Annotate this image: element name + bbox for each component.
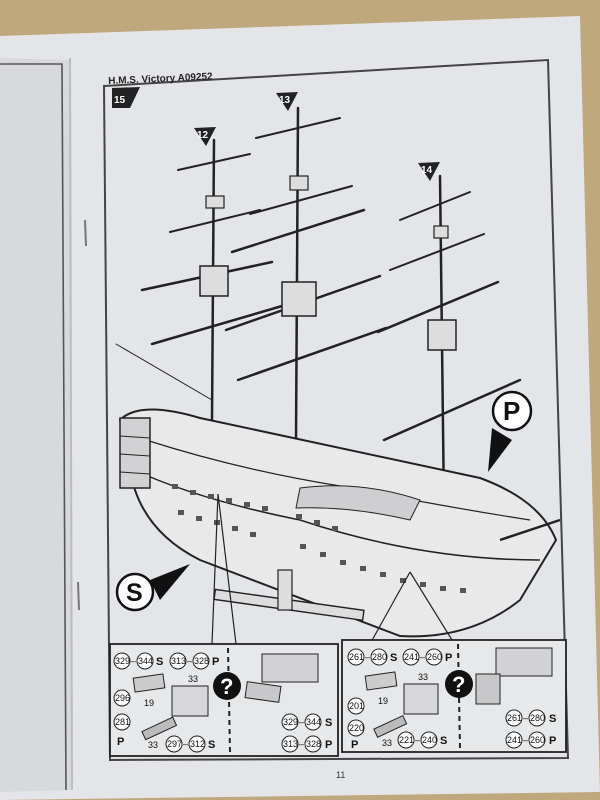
mast-label-13: 13 [276,92,298,111]
step-number: 15 [114,95,126,106]
staple-top [84,219,87,247]
svg-text:261: 261 [507,713,522,723]
svg-text:S: S [390,652,397,664]
svg-text:220: 220 [349,723,364,733]
mast-label-14: 14 [418,162,440,181]
svg-text:–: – [365,652,370,662]
svg-text:260: 260 [427,652,442,662]
svg-text:–: – [420,652,425,662]
callout-box-right: 261 – 280 S 241 – 260 P 201 220 P 19 33 … [341,639,567,753]
svg-text:297: 297 [167,739,182,749]
svg-text:296: 296 [115,693,130,703]
svg-text:?: ? [220,674,233,699]
svg-text:19: 19 [378,696,388,706]
page-fold [69,57,73,791]
svg-text:312: 312 [190,739,205,749]
starboard-side-label: S [126,579,143,607]
svg-text:S: S [208,739,215,751]
step-badge: 15 [112,87,140,108]
svg-text:12: 12 [197,130,209,141]
svg-text:S: S [440,735,447,747]
svg-text:329: 329 [115,656,130,666]
svg-text:S: S [549,713,556,725]
svg-text:–: – [187,656,192,666]
svg-text:–: – [523,735,528,745]
starboard-side-marker: S [115,564,190,612]
svg-text:280: 280 [372,652,387,662]
svg-text:260: 260 [530,735,545,745]
svg-text:–: – [415,735,420,745]
svg-text:329: 329 [283,717,298,727]
svg-text:–: – [299,717,304,727]
svg-text:P: P [445,652,452,664]
svg-text:P: P [351,739,358,751]
svg-text:–: – [299,739,304,749]
svg-text:221: 221 [399,735,414,745]
svg-text:344: 344 [138,656,153,666]
svg-text:P: P [325,739,332,751]
svg-text:33: 33 [188,674,198,684]
svg-text:328: 328 [194,656,209,666]
callout-leader-lines [211,493,453,645]
svg-text:313: 313 [283,739,298,749]
left-page-border [0,63,67,791]
svg-text:281: 281 [115,717,130,727]
step-frame [102,58,570,762]
svg-text:S: S [156,656,163,668]
svg-text:13: 13 [279,95,291,106]
svg-text:?: ? [452,672,465,697]
port-side-marker: P [488,390,533,472]
svg-text:14: 14 [421,165,433,176]
svg-text:P: P [549,735,556,747]
svg-text:P: P [212,656,219,668]
port-side-label: P [503,396,520,426]
mast-label-12: 12 [194,127,216,146]
svg-text:313: 313 [171,656,186,666]
svg-text:344: 344 [306,717,321,727]
page-number: 11 [336,770,346,780]
svg-text:241: 241 [404,652,419,662]
svg-text:33: 33 [148,740,158,750]
svg-text:33: 33 [418,672,428,682]
svg-text:–: – [131,656,136,666]
left-page-strip [0,58,72,792]
svg-text:280: 280 [530,713,545,723]
svg-text:S: S [325,717,332,729]
staple-bottom [77,581,80,611]
svg-text:328: 328 [306,739,321,749]
svg-text:241: 241 [507,735,522,745]
ship-rigging [115,106,522,512]
svg-text:33: 33 [382,738,392,748]
svg-text:–: – [523,713,528,723]
svg-text:261: 261 [349,652,364,662]
callout-box-left: 329 – 344 S 313 – 328 P 296 281 P 19 33 … [109,643,339,757]
svg-text:–: – [183,739,188,749]
svg-text:240: 240 [422,735,437,745]
svg-text:19: 19 [144,698,154,708]
svg-text:201: 201 [349,701,364,711]
svg-text:P: P [117,736,124,748]
